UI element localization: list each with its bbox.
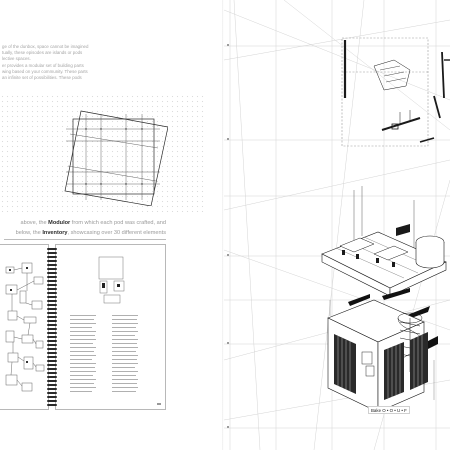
binder-ring xyxy=(47,380,57,382)
caption-text: , showcasing over 30 different elements xyxy=(67,230,166,236)
binder-ring xyxy=(47,328,57,330)
binder-ring xyxy=(47,268,57,270)
binder-ring xyxy=(47,396,57,398)
modulor-diagram xyxy=(64,110,168,206)
binder-ring xyxy=(47,360,57,362)
inventory-sheet xyxy=(70,256,161,405)
binder-ring xyxy=(47,344,57,346)
binder-ring xyxy=(47,336,57,338)
binder-ring xyxy=(47,264,57,266)
intro-line: er provides a modular set of building pa… xyxy=(2,62,84,68)
binder-ring xyxy=(47,300,57,302)
binder-ring xyxy=(47,404,57,406)
intro-line: ge of the dunbox, space cannot be imagin… xyxy=(2,44,89,49)
binder-ring xyxy=(47,348,57,350)
binder-ring xyxy=(47,332,57,334)
caption-text: above, the xyxy=(20,220,49,226)
intro-line: wing based on your community. These part… xyxy=(2,68,88,74)
binder-ring xyxy=(47,320,57,322)
binder-left-page xyxy=(0,244,49,410)
binder-ring xyxy=(47,356,57,358)
binder-right-page xyxy=(55,244,166,410)
inventory-binder xyxy=(0,244,166,410)
intro-line: lective spaces. xyxy=(2,56,31,62)
caption-text: from which each pod was crafted, and xyxy=(70,220,166,226)
binder-ring xyxy=(47,316,57,318)
binder-ring xyxy=(47,260,57,262)
dot-grid-background xyxy=(0,94,205,212)
binder-ring xyxy=(47,368,57,370)
binder-ring xyxy=(47,324,57,326)
binder-ring xyxy=(47,352,57,354)
binder-ring xyxy=(47,308,57,310)
binder-ring xyxy=(47,284,57,286)
binder-ring xyxy=(47,376,57,378)
caption-keyword: Modulor xyxy=(48,220,71,226)
binder-ring xyxy=(47,256,57,258)
binder-ring xyxy=(47,248,57,250)
caption-modulor: above, the Modulor from which each pod w… xyxy=(0,220,166,227)
drawing-label: Bake O • O • U • F xyxy=(368,406,410,414)
element-sketches xyxy=(5,262,45,392)
binder-ring xyxy=(47,384,57,386)
binder-ring xyxy=(47,372,57,374)
caption-divider xyxy=(4,239,166,240)
binder-ring xyxy=(47,280,57,282)
binder-ring xyxy=(47,272,57,274)
binder-ring xyxy=(47,288,57,290)
binder-ring xyxy=(47,292,57,294)
binder-ring xyxy=(47,400,57,402)
caption-text: below, the xyxy=(15,230,43,236)
binder-rings xyxy=(47,248,57,406)
binder-ring xyxy=(47,296,57,298)
intro-line: an infinite set of possibilities. These … xyxy=(2,75,82,81)
binder-ring xyxy=(47,276,57,278)
axonometric-drawing xyxy=(224,0,450,450)
binder-ring xyxy=(47,312,57,314)
intro-line: tually, these episodes are islands or po… xyxy=(2,50,83,56)
binder-ring xyxy=(47,304,57,306)
binder-ring xyxy=(47,252,57,254)
binder-ring xyxy=(47,364,57,366)
left-page: ge of the dunbox, space cannot be imagin… xyxy=(0,0,224,450)
binder-ring xyxy=(47,388,57,390)
caption-keyword: Inventory xyxy=(42,230,68,236)
intro-paragraph: ge of the dunbox, space cannot be imagin… xyxy=(2,44,98,81)
caption-inventory: below, the Inventory, showcasing over 30… xyxy=(0,230,166,237)
binder-ring xyxy=(47,392,57,394)
binder-ring xyxy=(47,340,57,342)
